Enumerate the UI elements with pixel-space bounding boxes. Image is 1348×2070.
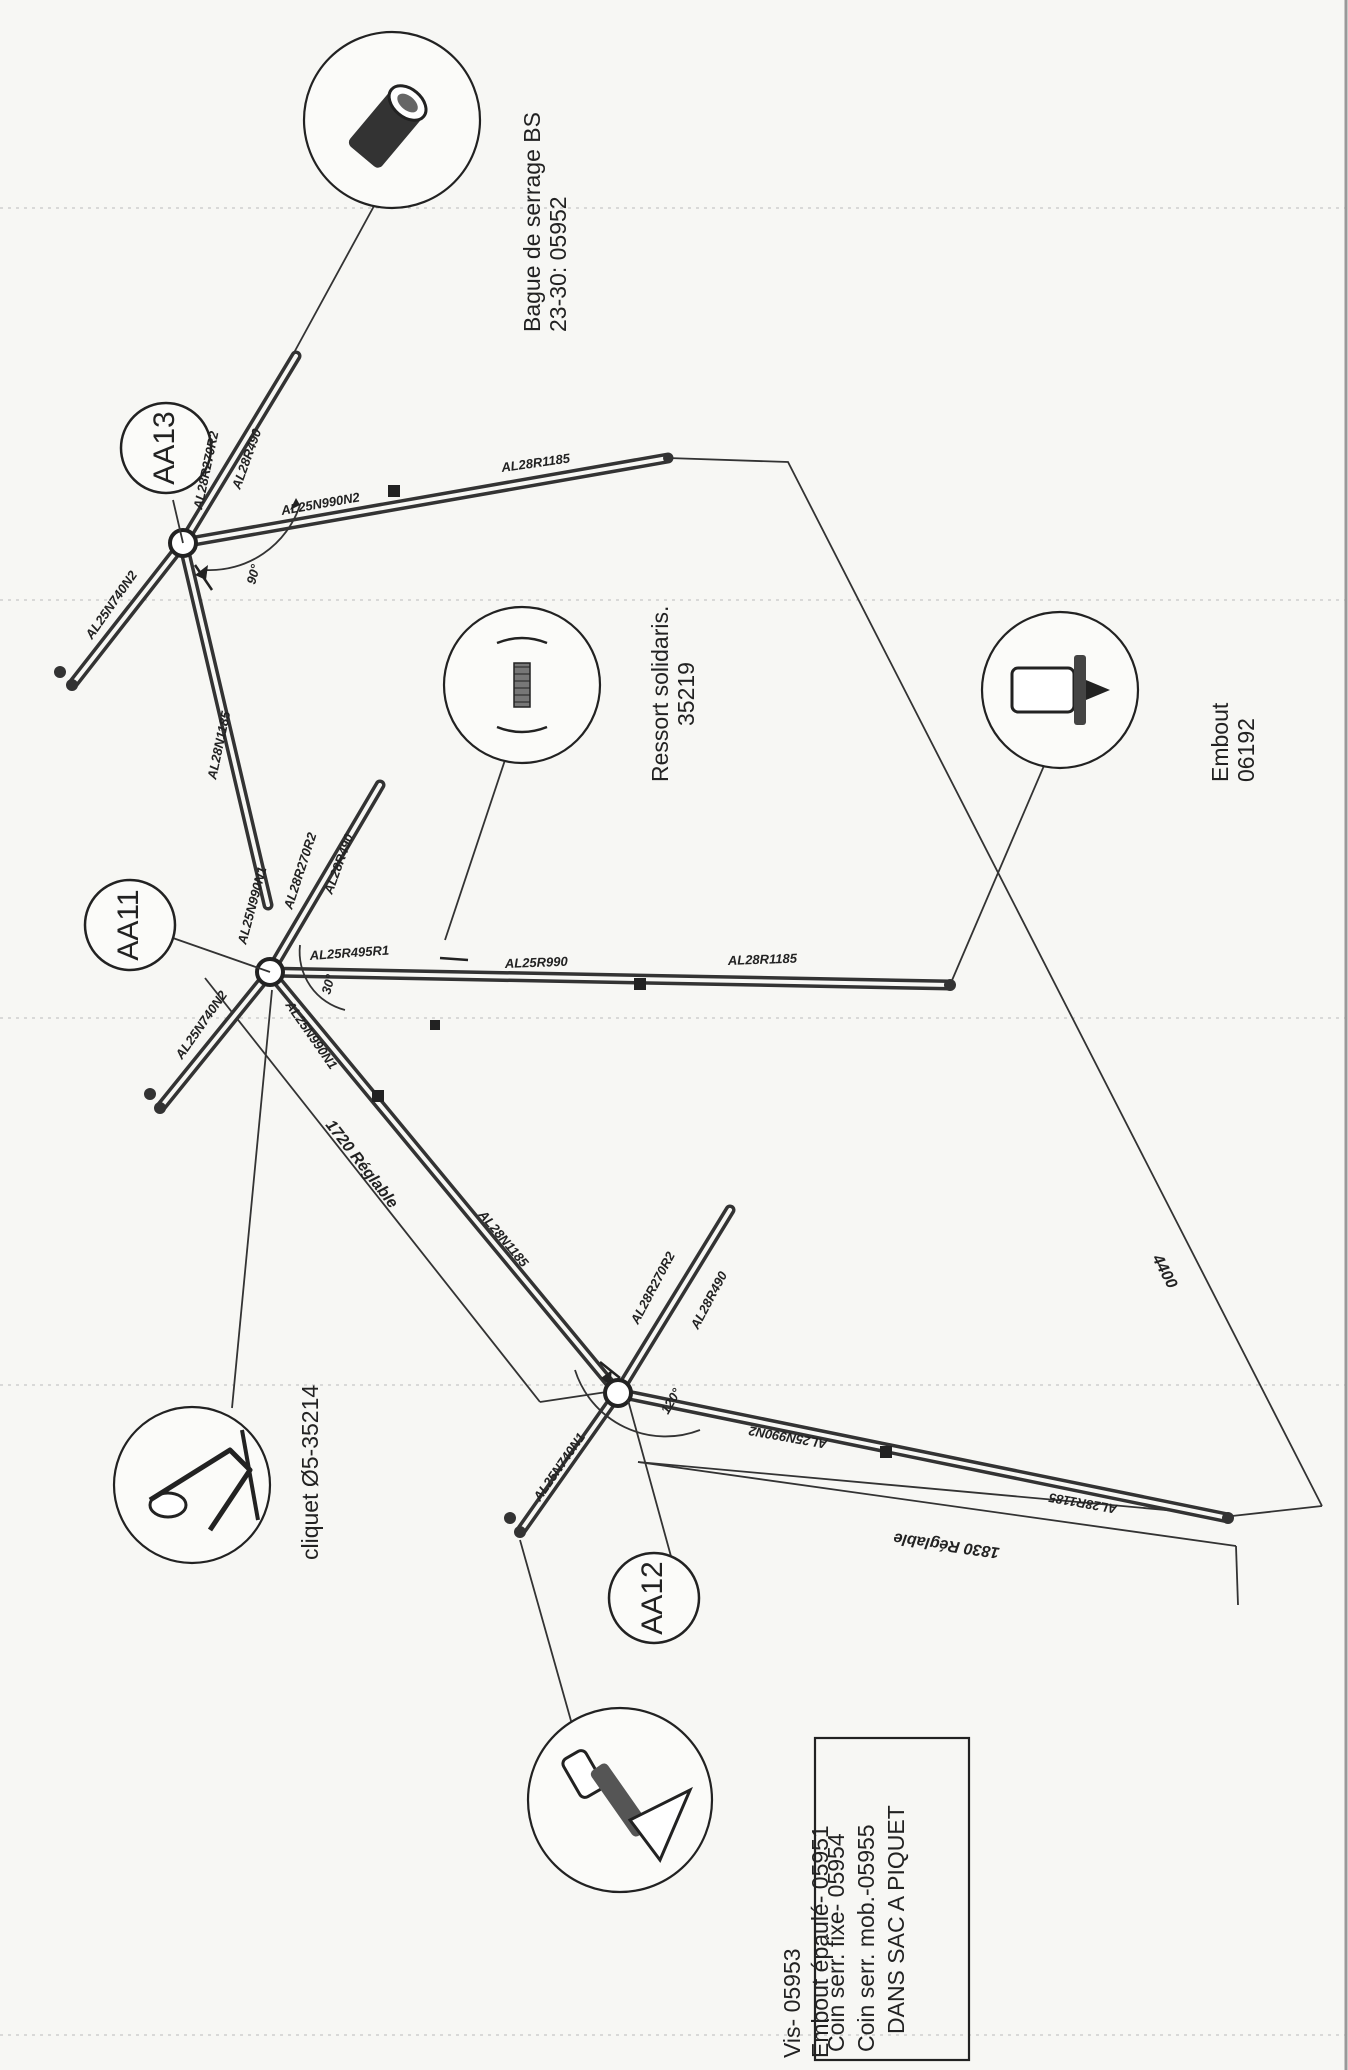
callout-cliquet: cliquet Ø5-35214 xyxy=(297,1385,323,1560)
part-label: AL25N990N1 xyxy=(282,997,340,1072)
node-aa11-label: AA11 xyxy=(112,889,145,960)
angle-label: 30° xyxy=(318,972,338,996)
box-line2: Coin serr. mob.-05955 xyxy=(853,1824,879,2052)
embout-line2: 06192 xyxy=(1233,718,1259,782)
part-label: AL25N740N1 xyxy=(530,1430,588,1505)
dim-4400: 4400 xyxy=(1148,1251,1180,1291)
detail-cliquet xyxy=(112,1405,272,1565)
callout-bague: Bague de serrage BS 23-30: 05952 xyxy=(519,112,571,332)
vis-label: Vis- 05953 xyxy=(779,1948,805,2058)
callout-embout: Embout 06192 xyxy=(1207,702,1259,782)
angle-arcs xyxy=(204,504,701,1438)
double-arrows xyxy=(193,564,621,1379)
outline-1720 xyxy=(204,977,541,1403)
cliquet-label: cliquet Ø5-35214 xyxy=(297,1385,323,1560)
ressort-line2: 35219 xyxy=(673,662,699,726)
dim-1830-line xyxy=(637,1461,1233,1517)
parts-box: Coin serr. fixe- 05954 Coin serr. mob.-0… xyxy=(813,1736,971,2062)
detail-ressort xyxy=(442,605,602,765)
outline-1830-end xyxy=(1235,1545,1239,1606)
angle-labels: 90° 30° 120° xyxy=(243,562,684,1416)
detail-bague xyxy=(302,30,482,210)
detail-vis xyxy=(526,1706,714,1894)
leader-lines xyxy=(149,194,1056,1736)
part-label: AL28R490 xyxy=(320,831,356,897)
dim-1720: 1720 Réglable xyxy=(322,1117,401,1212)
embout-line1: Embout xyxy=(1207,702,1233,782)
box-line3: DANS SAC A PIQUET xyxy=(883,1805,909,2034)
bague-line1: Bague de serrage BS xyxy=(519,112,545,332)
node-aa11: AA11 xyxy=(83,878,177,972)
pole-end-caps xyxy=(54,453,1234,1538)
frame-poles xyxy=(66,350,1234,1538)
dim-1830: 1830 Réglable xyxy=(892,1529,1000,1561)
part-label: AL28R1185 xyxy=(727,951,798,968)
outline-1830 xyxy=(637,1461,1237,1547)
box-line1: Coin serr. fixe- 05954 xyxy=(823,1833,849,2052)
embout-epaule-label: Embout épaulé- 05951 xyxy=(807,1825,833,2058)
node-aa12-label: AA12 xyxy=(636,1561,669,1634)
angle-label: 90° xyxy=(243,562,263,586)
outline-base xyxy=(1231,1505,1323,1517)
pole-joints xyxy=(372,485,892,1458)
part-label: AL25R990 xyxy=(504,954,569,971)
part-label: AL25R495R1 xyxy=(308,942,389,963)
node-aa13: AA13 xyxy=(119,401,213,495)
callout-vis: Vis- 05953 Embout épaulé- 05951 xyxy=(779,1825,833,2058)
detail-embout xyxy=(980,610,1140,770)
callout-ressort: Ressort solidaris. 35219 xyxy=(647,606,699,782)
node-aa12: AA12 xyxy=(607,1551,701,1645)
node-aa13-label: AA13 xyxy=(148,411,181,484)
outline-4400 xyxy=(667,457,1323,1507)
ressort-line1: Ressort solidaris. xyxy=(647,606,673,782)
bague-line2: 23-30: 05952 xyxy=(545,196,571,332)
